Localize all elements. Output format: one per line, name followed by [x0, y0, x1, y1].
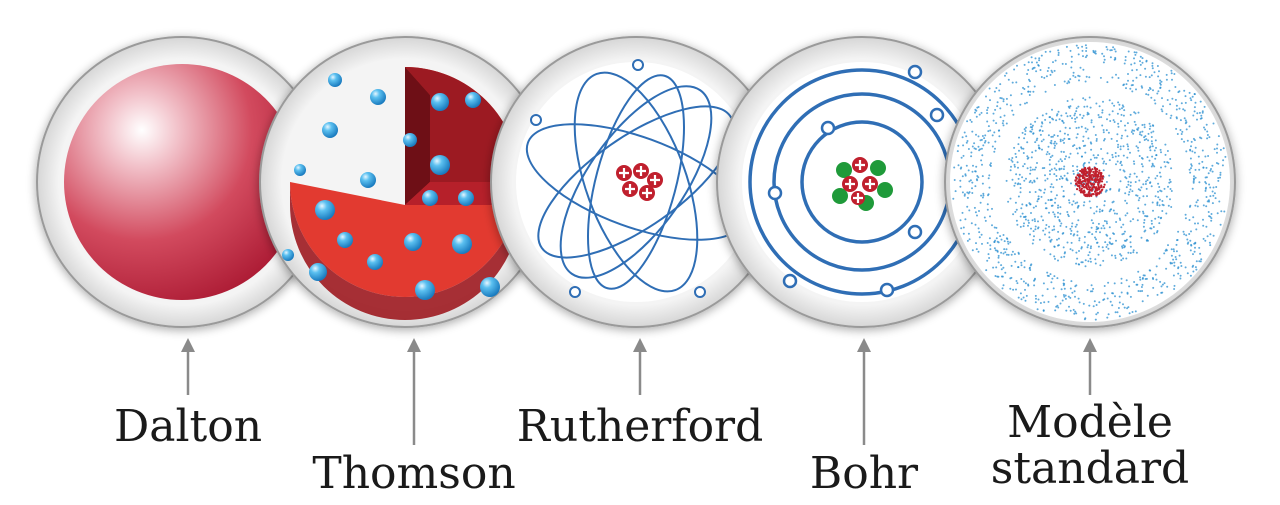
- arrow-thomson: [407, 338, 421, 445]
- rutherford-nucleus: [616, 163, 663, 201]
- rutherford-orbits: [525, 71, 747, 293]
- arrow-rutherford: [633, 338, 647, 395]
- standard-model: [944, 36, 1236, 328]
- label-dalton: Dalton: [113, 401, 263, 452]
- thomson-model: [259, 36, 551, 328]
- pointer-arrows: [181, 338, 1097, 445]
- rutherford-model: [490, 36, 782, 328]
- label-standard-line2: standard: [990, 443, 1190, 494]
- bohr-model: [716, 36, 1008, 328]
- label-standard-line1: Modèle: [1007, 397, 1173, 448]
- arrow-bohr: [857, 338, 871, 445]
- bohr-nucleus: [832, 157, 893, 211]
- electron-cloud: [952, 44, 1227, 321]
- label-thomson: Thomson: [312, 448, 516, 499]
- bohr-electrons: [767, 64, 945, 298]
- dalton-model: [36, 36, 328, 328]
- label-bohr: Bohr: [809, 448, 919, 499]
- arrow-dalton: [181, 338, 195, 395]
- thomson-electrons: [282, 73, 500, 300]
- arrow-standard: [1083, 338, 1097, 395]
- rutherford-electrons: [530, 59, 706, 298]
- standard-nucleus: [1074, 166, 1106, 198]
- label-standard-model: Modèle standard: [991, 400, 1189, 492]
- dalton-sphere: [64, 64, 300, 300]
- label-rutherford: Rutherford: [516, 401, 764, 452]
